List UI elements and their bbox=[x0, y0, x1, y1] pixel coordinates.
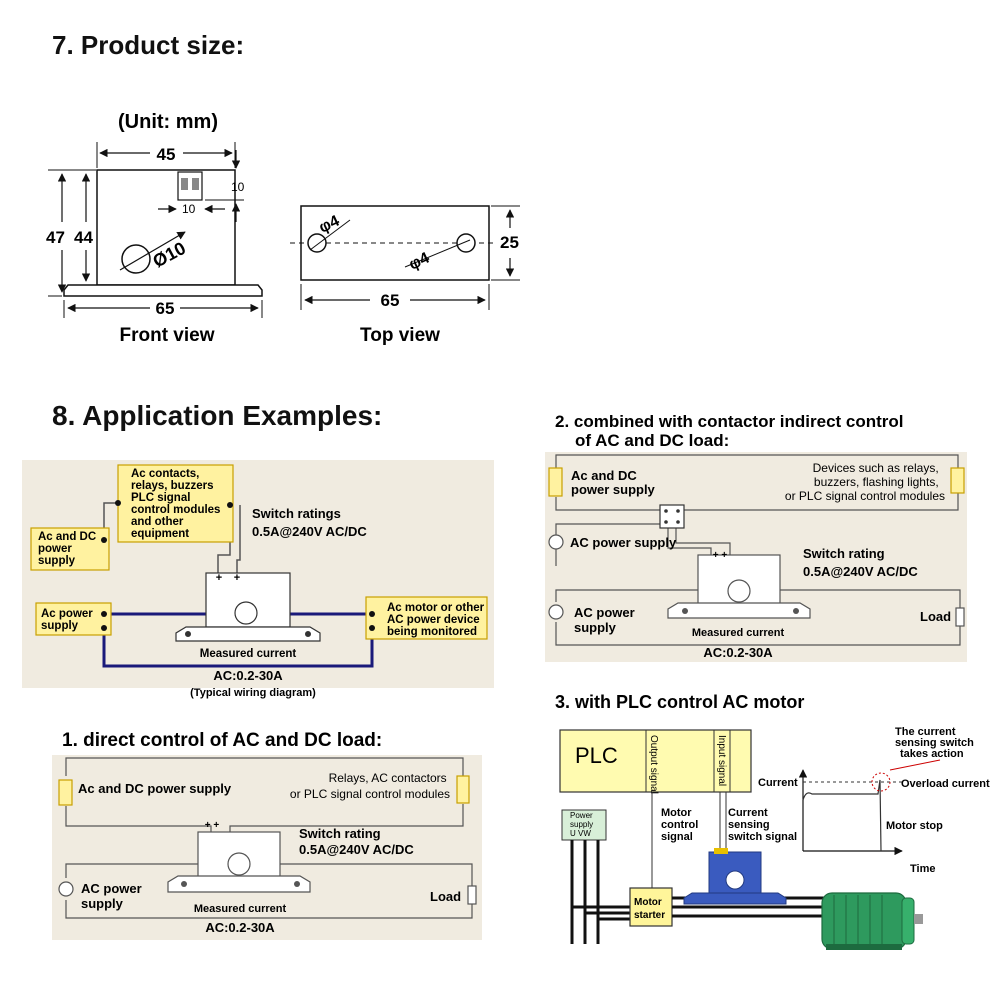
acdc-supply-box-text: Ac and DC power supply bbox=[38, 531, 99, 567]
typical-wiring-diagram: + + Ac contacts, relays, buzzers PLC sig… bbox=[22, 460, 494, 699]
example2-range-label: AC:0.2-30A bbox=[703, 645, 773, 660]
graph-current-label: Current bbox=[758, 777, 798, 789]
switch-ratings-text: Switch ratings 0.5A@240V AC/DC bbox=[252, 506, 367, 539]
current-sensing-action-label: The current sensing switch takes action bbox=[895, 726, 977, 760]
dim-10-horizontal: 10 bbox=[182, 202, 196, 216]
example2-supply-label: Ac and DC power supply bbox=[571, 468, 656, 497]
example2-devices-label: Devices such as relays, buzzers, flashin… bbox=[785, 461, 945, 503]
motor-starter-label: Motor starter bbox=[634, 897, 665, 921]
typical-range-label: AC:0.2-30A bbox=[213, 668, 283, 683]
example3-title: 3. with PLC control AC motor bbox=[555, 692, 804, 712]
top-view-caption: Top view bbox=[360, 325, 440, 346]
motor-control-signal-label: Motor control signal bbox=[661, 807, 701, 843]
hole-circle bbox=[121, 244, 151, 274]
svg-text:+: + bbox=[234, 572, 240, 584]
example1-ac-label: AC power supply bbox=[81, 881, 145, 911]
example1-diagram: 1. direct control of AC and DC load: + +… bbox=[52, 730, 482, 940]
example1-supply-label: Ac and DC power supply bbox=[78, 781, 232, 796]
example2-ac1-label: AC power supply bbox=[570, 535, 677, 550]
example2-load-label: Load bbox=[920, 609, 951, 624]
svg-text:+ +: + + bbox=[205, 820, 220, 831]
svg-text:+ +: + + bbox=[713, 550, 728, 561]
ac-contacts-box-text: Ac contacts, relays, buzzers PLC signal … bbox=[131, 468, 224, 540]
typical-measured-label: Measured current bbox=[200, 648, 297, 660]
section7-title: 7. Product size: bbox=[52, 30, 245, 60]
output-signal-label: Output signal bbox=[648, 735, 659, 794]
motor-starter-box bbox=[629, 887, 673, 927]
example2-switch-label: Switch rating 0.5A@240V AC/DC bbox=[803, 546, 918, 579]
dim-10-vertical: 10 bbox=[231, 180, 245, 194]
motor-box-text: Ac motor or other AC power device being … bbox=[387, 602, 487, 638]
ac-motor bbox=[821, 892, 923, 950]
example2-title: 2. combined with contactor indirect cont… bbox=[555, 412, 908, 450]
unit-label: (Unit: mm) bbox=[118, 111, 218, 133]
current-sensing-signal-label: Current sensing switch signal bbox=[728, 807, 797, 843]
power-supply-box bbox=[561, 809, 607, 841]
example1-title: 1. direct control of AC and DC load: bbox=[62, 730, 382, 751]
example2-diagram: 2. combined with contactor indirect cont… bbox=[545, 412, 967, 662]
top-view: φ4 φ4 25 65 Top view bbox=[290, 205, 520, 346]
front-view-caption: Front view bbox=[119, 325, 214, 346]
dim-25: 25 bbox=[500, 233, 519, 252]
dim-65-front: 65 bbox=[156, 299, 175, 318]
dim-45: 45 bbox=[157, 145, 176, 164]
svg-text:+: + bbox=[216, 572, 222, 584]
motor-stop-label: Motor stop bbox=[886, 820, 943, 832]
example1-measured-label: Measured current bbox=[194, 903, 287, 915]
example1-relays-label: Relays, AC contactors or PLC signal cont… bbox=[290, 771, 450, 801]
plc-label: PLC bbox=[575, 743, 618, 768]
power-supply-label: Power supply U VW bbox=[570, 811, 595, 838]
overload-current-label: Overload current bbox=[901, 778, 990, 790]
example1-switch-label: Switch rating 0.5A@240V AC/DC bbox=[299, 826, 414, 857]
example3-diagram: 3. with PLC control AC motor PLC Output … bbox=[555, 692, 990, 950]
dim-65-top: 65 bbox=[381, 291, 400, 310]
ac-supply-box-text: Ac power supply bbox=[41, 608, 96, 632]
dim-44: 44 bbox=[74, 228, 93, 247]
example2-measured-label: Measured current bbox=[692, 627, 785, 639]
section8-title: 8. Application Examples: bbox=[52, 400, 383, 431]
product-size-drawings: (Unit: mm) Ø10 45 10 bbox=[46, 111, 520, 346]
graph-time-label: Time bbox=[910, 863, 935, 875]
typical-caption: (Typical wiring diagram) bbox=[190, 687, 316, 699]
example2-ac2-label: AC power supply bbox=[574, 605, 638, 635]
example1-load-label: Load bbox=[430, 889, 461, 904]
plc-box bbox=[559, 729, 752, 793]
example1-range-label: AC:0.2-30A bbox=[205, 920, 275, 935]
dim-47: 47 bbox=[46, 228, 65, 247]
input-signal-label: Input signal bbox=[716, 735, 727, 786]
front-view: Ø10 45 10 10 47 44 bbox=[46, 142, 263, 346]
